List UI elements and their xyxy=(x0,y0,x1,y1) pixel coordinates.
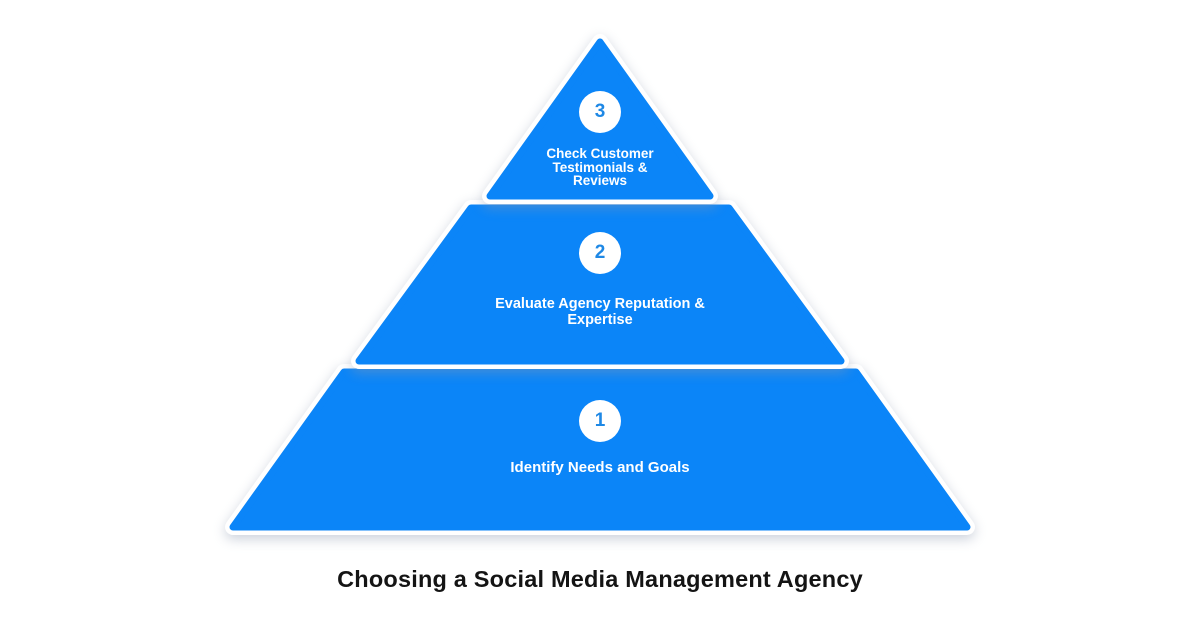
level-2-badge: 2 xyxy=(579,232,621,274)
level-1-trapezoid xyxy=(229,368,971,531)
level-2-label: Evaluate Agency Reputation & Expertise xyxy=(495,296,705,328)
level-3-number: 3 xyxy=(594,101,606,122)
page-title: Choosing a Social Media Management Agenc… xyxy=(337,566,863,592)
level-1-badge: 1 xyxy=(579,400,621,442)
level-2-number: 2 xyxy=(594,242,606,263)
level-1-label: Identify Needs and Goals xyxy=(510,459,690,476)
level-3-label: Check Customer Testimonials & Reviews xyxy=(546,146,654,188)
level-2-trapezoid xyxy=(355,204,845,365)
level-1-number: 1 xyxy=(594,410,606,431)
pyramid-level-1-shape xyxy=(225,364,975,535)
level-3-badge: 3 xyxy=(579,91,621,133)
pyramid-level-2-shape xyxy=(351,200,849,369)
